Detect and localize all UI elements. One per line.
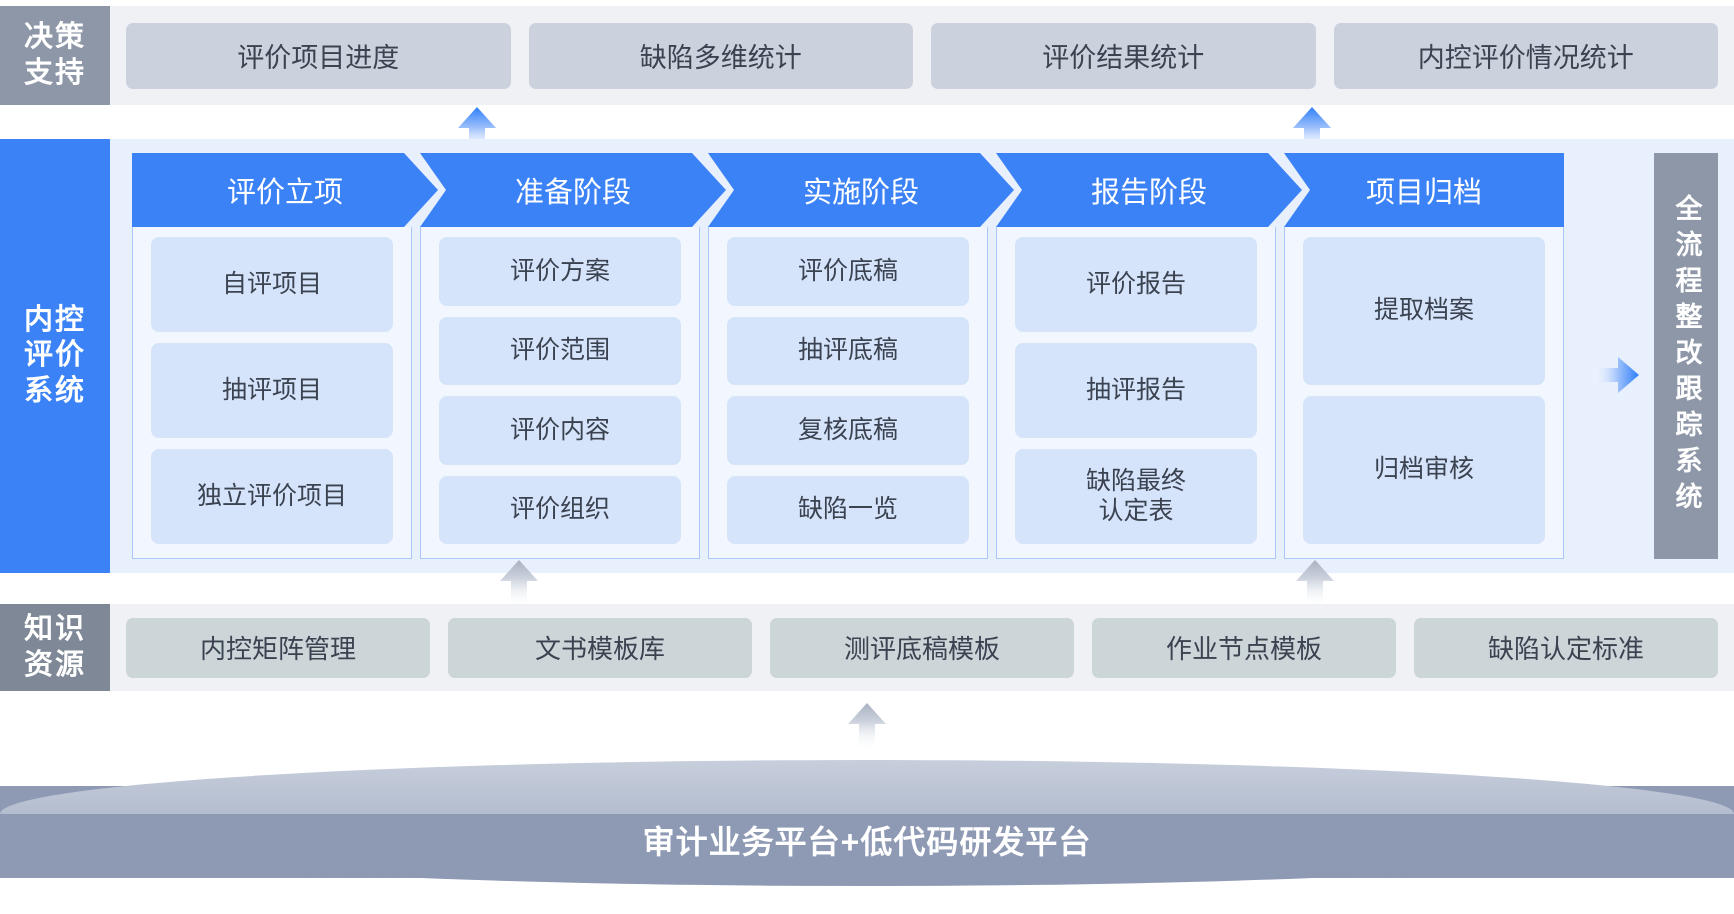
arrow-up-icon-knowledge-to-ic-1 [500,560,538,606]
knowledge-card-control-matrix-management[interactable]: 内控矩阵管理 [126,617,430,678]
internal-control-label: 内控 评价 系统 [0,139,110,573]
stage-item-evaluation-organization[interactable]: 评价组织 [439,475,681,544]
stage-item-sample-evaluation-project[interactable]: 抽评项目 [151,343,393,438]
stage-evaluation-initiation: 评价立项 自评项目 抽评项目 独立评价项目 [132,153,412,559]
decision-card-result-stats[interactable]: 评价结果统计 [931,22,1316,89]
stage-body-implementation: 评价底稿 抽评底稿 复核底稿 缺陷一览 [708,227,988,559]
stage-header-reporting[interactable]: 报告阶段 [996,153,1302,227]
knowledge-card-work-node-template[interactable]: 作业节点模板 [1092,617,1396,678]
knowledge-resource-label-line-1: 知识 [23,613,86,646]
rectification-tracking-system-panel[interactable]: 全流程整改跟踪系统 [1654,153,1718,559]
arrow-up-icon-knowledge-to-ic-2 [1296,560,1334,606]
knowledge-resource-label: 知识 资源 [0,604,110,691]
knowledge-card-document-template-library[interactable]: 文书模板库 [448,617,752,678]
platform-label: 审计业务平台+低代码研发平台 [642,824,1092,860]
decision-support-label-line-1: 决策 [23,21,86,54]
decision-card-project-progress[interactable]: 评价项目进度 [126,22,511,89]
stage-preparation: 准备阶段 评价方案 评价范围 评价内容 评价组织 [420,153,700,559]
rectification-tracking-system-label: 全流程整改跟踪系统 [1671,194,1702,518]
internal-control-label-line-3: 系统 [23,374,86,407]
decision-card-defect-multidim-stats[interactable]: 缺陷多维统计 [528,22,913,89]
stage-item-evaluation-report[interactable]: 评价报告 [1015,237,1257,332]
stage-header-preparation[interactable]: 准备阶段 [420,153,726,227]
internal-control-label-line-2: 评价 [23,339,86,372]
stage-item-evaluation-plan[interactable]: 评价方案 [439,237,681,306]
arrow-up-icon-platform-to-knowledge [848,703,886,749]
stage-item-evaluation-scope[interactable]: 评价范围 [439,316,681,385]
knowledge-resource-cards: 内控矩阵管理 文书模板库 测评底稿模板 作业节点模板 缺陷认定标准 [110,604,1734,691]
decision-support-band: 决策 支持 评价项目进度 缺陷多维统计 评价结果统计 内控评价情况统计 [0,6,1734,105]
stage-implementation: 实施阶段 评价底稿 抽评底稿 复核底稿 缺陷一览 [708,153,988,559]
stage-item-defect-final-confirmation-table[interactable]: 缺陷最终 认定表 [1015,449,1257,544]
knowledge-card-assessment-paper-template[interactable]: 测评底稿模板 [770,617,1074,678]
knowledge-card-defect-criteria[interactable]: 缺陷认定标准 [1414,617,1718,678]
stage-item-defect-list[interactable]: 缺陷一览 [727,475,969,544]
stage-item-archive-review[interactable]: 归档审核 [1303,396,1545,544]
stage-item-evaluation-working-paper[interactable]: 评价底稿 [727,237,969,306]
internal-control-label-line-1: 内控 [23,303,86,336]
stage-reporting: 报告阶段 评价报告 抽评报告 缺陷最终 认定表 [996,153,1276,559]
internal-control-band: 内控 评价 系统 评价立项 自评项目 抽评项目 独立评价项目 准备阶段 评价方案 [0,139,1734,573]
arrow-up-icon-ic-to-decision-2 [1293,107,1331,153]
stage-item-sample-report[interactable]: 抽评报告 [1015,343,1257,438]
stage-item-sample-working-paper[interactable]: 抽评底稿 [727,316,969,385]
stage-item-extract-archive[interactable]: 提取档案 [1303,237,1545,385]
decision-support-label: 决策 支持 [0,6,110,105]
decision-card-internal-control-stats[interactable]: 内控评价情况统计 [1333,22,1718,89]
stage-header-implementation[interactable]: 实施阶段 [708,153,1014,227]
knowledge-resource-label-line-2: 资源 [23,648,86,681]
arrow-right-icon-to-rectification [1593,357,1639,393]
stage-item-review-working-paper[interactable]: 复核底稿 [727,396,969,465]
stage-item-independent-evaluation-project[interactable]: 独立评价项目 [151,449,393,544]
decision-support-label-line-2: 支持 [23,56,86,89]
stage-item-evaluation-content[interactable]: 评价内容 [439,396,681,465]
stage-body-reporting: 评价报告 抽评报告 缺陷最终 认定表 [996,227,1276,559]
stage-body-preparation: 评价方案 评价范围 评价内容 评价组织 [420,227,700,559]
stage-body-evaluation-initiation: 自评项目 抽评项目 独立评价项目 [132,227,412,559]
decision-support-cards: 评价项目进度 缺陷多维统计 评价结果统计 内控评价情况统计 [110,6,1734,105]
internal-control-body: 评价立项 自评项目 抽评项目 独立评价项目 准备阶段 评价方案 评价范围 评价内… [110,139,1734,573]
stage-header-project-archiving[interactable]: 项目归档 [1284,153,1564,227]
arrow-up-icon-ic-to-decision-1 [458,107,496,153]
stage-project-archiving: 项目归档 提取档案 归档审核 [1284,153,1564,559]
stage-item-self-evaluation-project[interactable]: 自评项目 [151,237,393,332]
stage-row: 评价立项 自评项目 抽评项目 独立评价项目 准备阶段 评价方案 评价范围 评价内… [132,153,1564,559]
knowledge-resource-band: 知识 资源 内控矩阵管理 文书模板库 测评底稿模板 作业节点模板 缺陷认定标准 [0,604,1734,691]
stage-header-evaluation-initiation[interactable]: 评价立项 [132,153,438,227]
platform-cylinder: 审计业务平台+低代码研发平台 [0,760,1734,910]
stage-body-project-archiving: 提取档案 归档审核 [1284,227,1564,559]
